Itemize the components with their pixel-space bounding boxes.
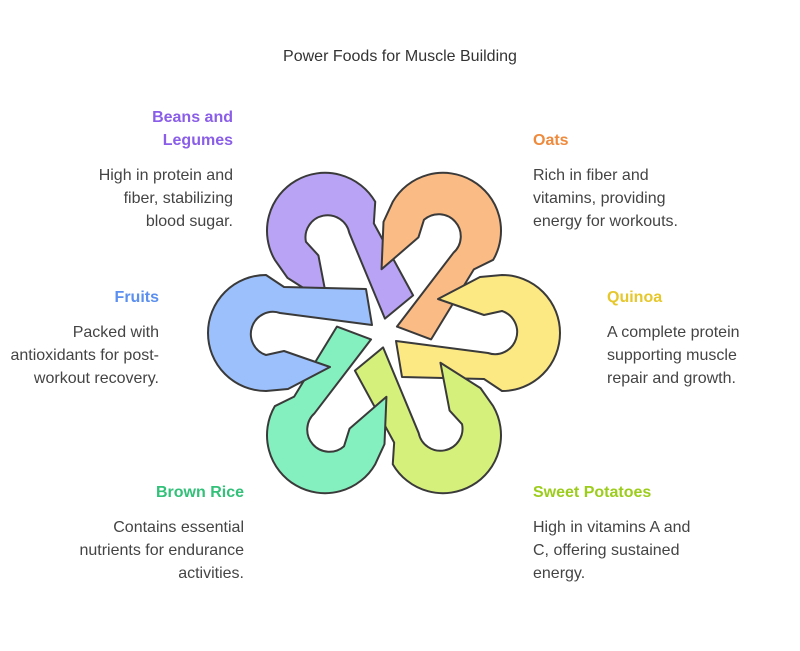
item-brown-rice: Brown Rice Contains essential nutrients … (44, 481, 244, 585)
item-fruits: Fruits Packed with antioxidants for post… (0, 286, 159, 390)
loop-beans-and-legumes (266, 171, 415, 320)
item-title: Oats (533, 132, 569, 149)
item-description: High in protein and fiber, stabilizing b… (98, 167, 233, 230)
item-description: Rich in fiber and vitamins, providing en… (533, 167, 678, 230)
item-description: High in vitamins A and C, offering susta… (533, 519, 691, 582)
item-sweet-potatoes: Sweet Potatoes High in vitamins A and C,… (533, 481, 733, 585)
loop-fruits (207, 274, 373, 392)
loop-oats (380, 171, 502, 341)
loop-quinoa (395, 274, 561, 392)
item-description: Contains essential nutrients for enduran… (79, 519, 244, 582)
item-title: Sweet Potatoes (533, 484, 652, 501)
loop-brown-rice (266, 325, 388, 495)
item-title: Beans and Legumes (152, 109, 233, 149)
loop-sweet-potatoes (353, 346, 502, 495)
item-description: A complete protein supporting muscle rep… (607, 324, 740, 387)
item-beans-and-legumes: Beans and Legumes High in protein and fi… (33, 106, 233, 233)
item-quinoa: Quinoa A complete protein supporting mus… (607, 286, 787, 390)
diagram-title: Power Foods for Muscle Building (283, 48, 517, 65)
item-title: Brown Rice (155, 484, 244, 501)
item-oats: Oats Rich in fiber and vitamins, providi… (533, 129, 733, 233)
item-title: Quinoa (607, 289, 663, 306)
item-title: Fruits (114, 289, 159, 306)
item-description: Packed with antioxidants for post-workou… (10, 324, 159, 387)
